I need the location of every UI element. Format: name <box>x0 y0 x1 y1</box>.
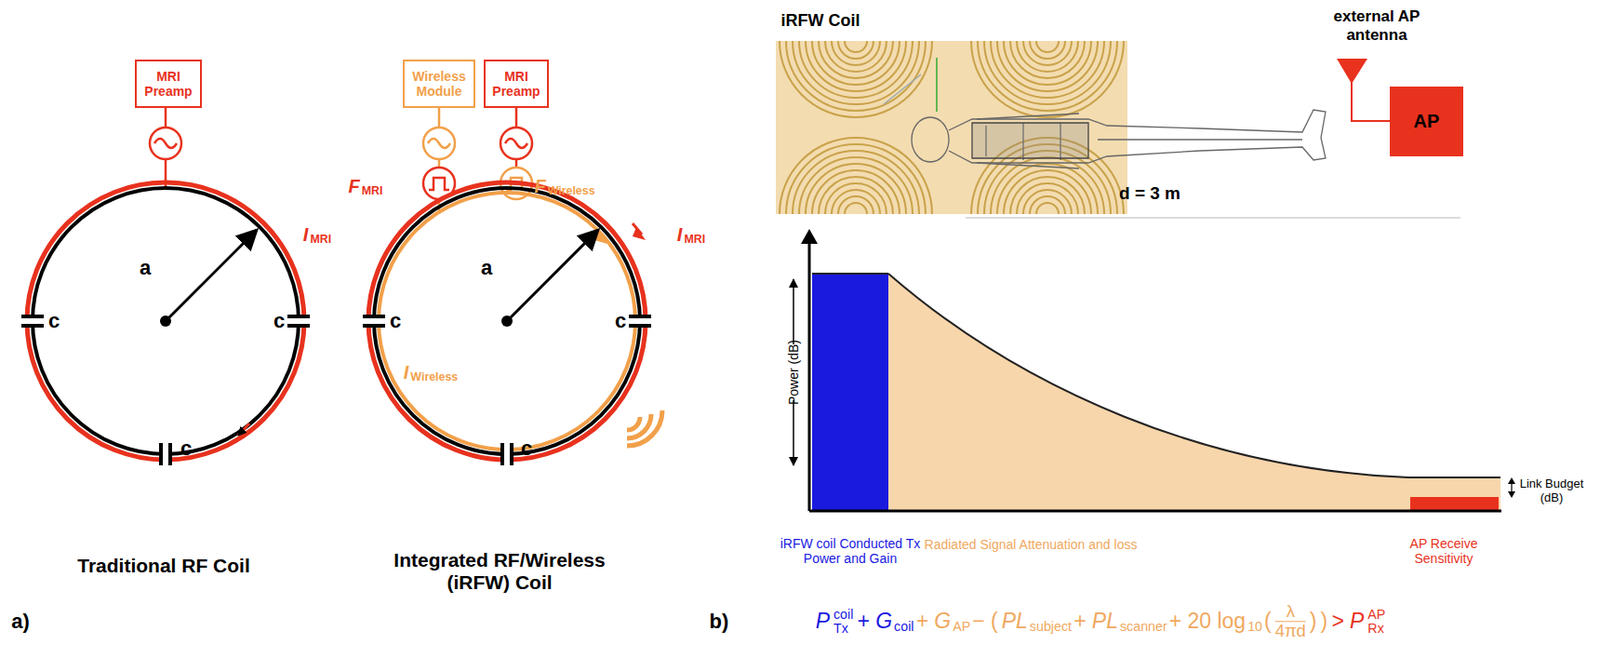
symbol-text: + G <box>915 609 951 635</box>
capacitor-label: c <box>389 308 401 333</box>
subscript: Tx <box>833 621 849 636</box>
region-label: Radiated Signal Attenuation and loss <box>924 536 1138 552</box>
wireless-module-box: Wireless Module <box>402 59 476 108</box>
subscript: λ <box>1286 601 1295 621</box>
script-stack: APRx <box>1367 607 1386 636</box>
subscript: MRI <box>683 231 706 245</box>
axis-label: Link Budget (dB) <box>1514 477 1589 506</box>
subscript: Rx <box>1367 621 1384 636</box>
subscript: coil <box>833 607 854 622</box>
panel-title: Traditional RF Coil <box>77 554 251 577</box>
symbol-text: + 20 log <box>1169 609 1247 635</box>
symbol-text: + G <box>856 609 893 635</box>
fraction: λ4πd <box>1275 601 1307 640</box>
capacitor-label: c <box>48 308 60 333</box>
symbol-text: P <box>815 609 830 635</box>
subscript: MRI <box>309 231 332 245</box>
subscript: 10 <box>1247 618 1263 634</box>
bar-label: AP Receive Sensitivity <box>1387 535 1500 566</box>
subscript: scanner <box>1120 618 1168 634</box>
capacitor-label: c <box>273 308 285 333</box>
subscript: subject <box>1029 618 1072 634</box>
box-label: MRI Preamp <box>140 68 197 99</box>
symbol-text: I <box>403 361 410 384</box>
box-label: AP <box>1395 110 1458 133</box>
preamp-box: MRI Preamp <box>483 59 549 108</box>
symbol-text: F <box>533 175 546 198</box>
capacitor-label: c <box>180 436 192 460</box>
current-symbol: IWireless <box>401 361 458 384</box>
symbol-text: > P <box>1331 609 1364 635</box>
script-stack: coilTx <box>833 607 854 636</box>
subscript: Wireless <box>410 369 458 383</box>
box-label: Wireless Module <box>408 68 470 99</box>
capacitor-label: c <box>520 436 533 460</box>
subscript: MRI <box>361 183 384 197</box>
traditional-coil <box>26 107 305 460</box>
symbol-text: ) <box>1320 609 1329 635</box>
radius-label: a <box>480 255 493 280</box>
panel-title: Integrated RF/Wireless (iRFW) Coil <box>373 548 626 594</box>
bar-label: iRFW coil Conducted Tx Power and Gain <box>771 535 930 566</box>
symbol-text: PL <box>1001 609 1028 635</box>
symbol-text: ) <box>1309 609 1318 635</box>
symbol-text: ( <box>1264 609 1272 635</box>
subscript: Wireless <box>547 183 596 197</box>
subscript: AP <box>1367 607 1386 622</box>
irfw-coil-schematic <box>368 107 663 460</box>
panel-letter: b) <box>709 609 730 633</box>
subscript: AP <box>952 618 971 634</box>
capacitors <box>21 315 652 466</box>
ap-box: AP <box>1389 86 1464 157</box>
link-budget-equation: PcoilTx+ Gcoil+ GAP− (PLsubject+ PLscann… <box>813 601 1388 640</box>
human-body <box>911 109 1326 169</box>
subscript: coil <box>893 618 914 634</box>
subscript: 4πd <box>1275 621 1307 641</box>
distance-label: d = 3 m <box>1119 183 1181 204</box>
preamp-box: MRI Preamp <box>134 59 202 108</box>
current-symbol: IMRI <box>301 224 332 246</box>
ap-antenna <box>1336 58 1391 121</box>
radius-label: a <box>139 255 151 280</box>
symbol-text: + PL <box>1073 609 1119 635</box>
symbol-text: I <box>677 224 683 246</box>
symbol-text: F <box>348 175 360 198</box>
box-label: MRI Preamp <box>489 68 544 99</box>
symbol-text: − ( <box>972 609 998 635</box>
current-symbol: IMRI <box>675 224 706 246</box>
panel-letter: a) <box>11 609 30 633</box>
current-symbol: FWireless <box>532 175 595 198</box>
current-symbol: FMRI <box>346 175 384 198</box>
figure-label: iRFW Coil <box>781 11 861 31</box>
figure-label: external AP antenna <box>1311 7 1442 44</box>
symbol-text: I <box>303 224 309 246</box>
link-budget-chart <box>793 228 1516 511</box>
coil-render <box>775 40 1128 214</box>
capacitor-label: c <box>614 308 627 333</box>
axis-label: Power (dB) <box>786 339 801 405</box>
